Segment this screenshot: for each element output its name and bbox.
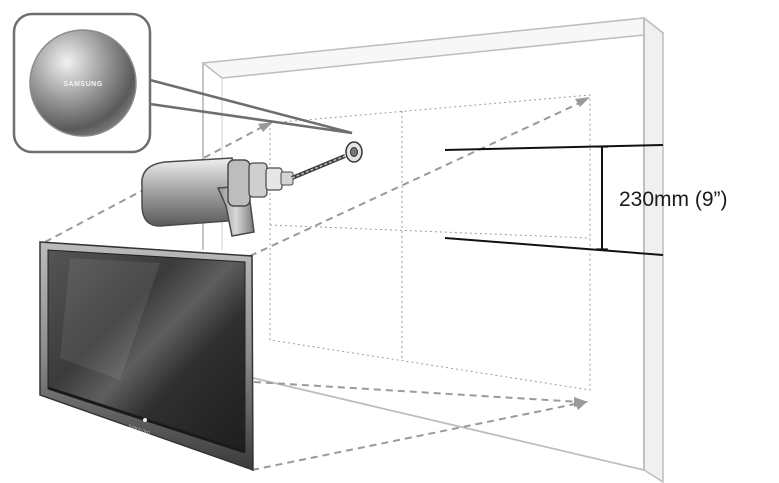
dimension-label: 230mm (9”) — [619, 188, 728, 211]
dimension-indicator — [444, 144, 664, 256]
mount-hole-grid — [269, 94, 591, 391]
guide-arrowheads — [258, 97, 590, 410]
wall-panel — [201, 16, 665, 483]
drill-icon — [141, 154, 346, 237]
tv-icon: SAMSUNG — [39, 241, 254, 472]
callout-brand: SAMSUNG — [63, 81, 102, 88]
magnifier-callout-icon: SAMSUNG — [12, 12, 353, 154]
tv-power-indicator — [143, 418, 147, 422]
anchor-disc — [29, 29, 137, 137]
wall-anchor-icon — [345, 141, 363, 163]
